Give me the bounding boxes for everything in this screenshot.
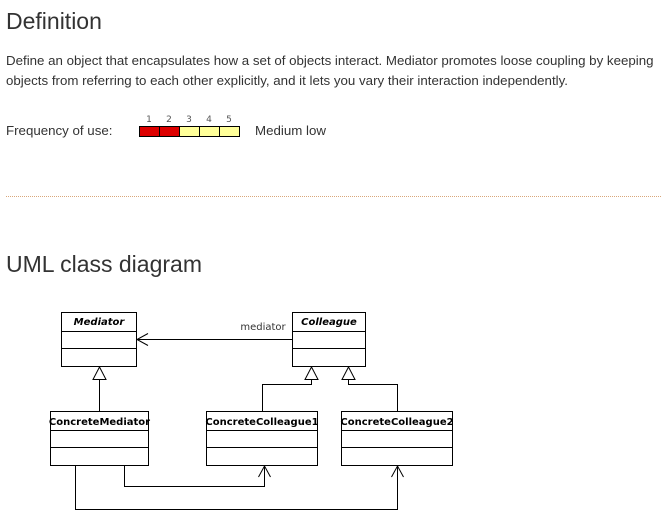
inheritance-arrow [92,365,107,412]
class-name-concrete-colleague2: ConcreteColleague2 [340,417,453,428]
frequency-meter [139,126,240,137]
frequency-description: Medium low [255,123,326,138]
class-colleague: Colleague [292,312,366,367]
class-concrete-colleague1: ConcreteColleague1 [205,411,319,466]
frequency-segment [220,127,239,136]
class-name-colleague: Colleague [301,317,357,328]
definition-heading: Definition [6,8,102,34]
class-concrete-mediator: ConcreteMediator [49,411,150,466]
inheritance-arrow [262,365,319,412]
class-name-concrete-mediator: ConcreteMediator [49,417,150,428]
uml-class-diagram: Mediator Colleague ConcreteMediator Conc… [49,312,454,510]
frequency-scale-number: 3 [186,115,192,125]
section-divider [6,196,661,197]
class-concrete-colleague2: ConcreteColleague2 [340,411,454,466]
frequency-scale: 1 2 3 4 5 [139,116,240,125]
frequency-segment [180,127,200,136]
navigation-arrow [75,464,404,510]
frequency-scale-number: 4 [206,115,212,125]
class-name-concrete-colleague1: ConcreteColleague1 [205,417,318,428]
frequency-label: Frequency of use: [6,123,113,138]
inheritance-arrow [341,365,398,412]
association-label: mediator [240,322,286,333]
frequency-segment [140,127,160,136]
class-name-mediator: Mediator [74,317,126,328]
frequency-segment [200,127,220,136]
uml-heading: UML class diagram [6,251,202,277]
frequency-scale-number: 5 [226,115,232,125]
class-mediator: Mediator [61,312,137,367]
definition-text: Define an object that encapsulates how a… [6,53,654,88]
association-mediator: mediator [135,322,293,346]
navigation-arrow [124,464,271,487]
frequency-segment [160,127,180,136]
frequency-scale-number: 2 [166,115,172,125]
frequency-scale-number: 1 [146,115,152,125]
